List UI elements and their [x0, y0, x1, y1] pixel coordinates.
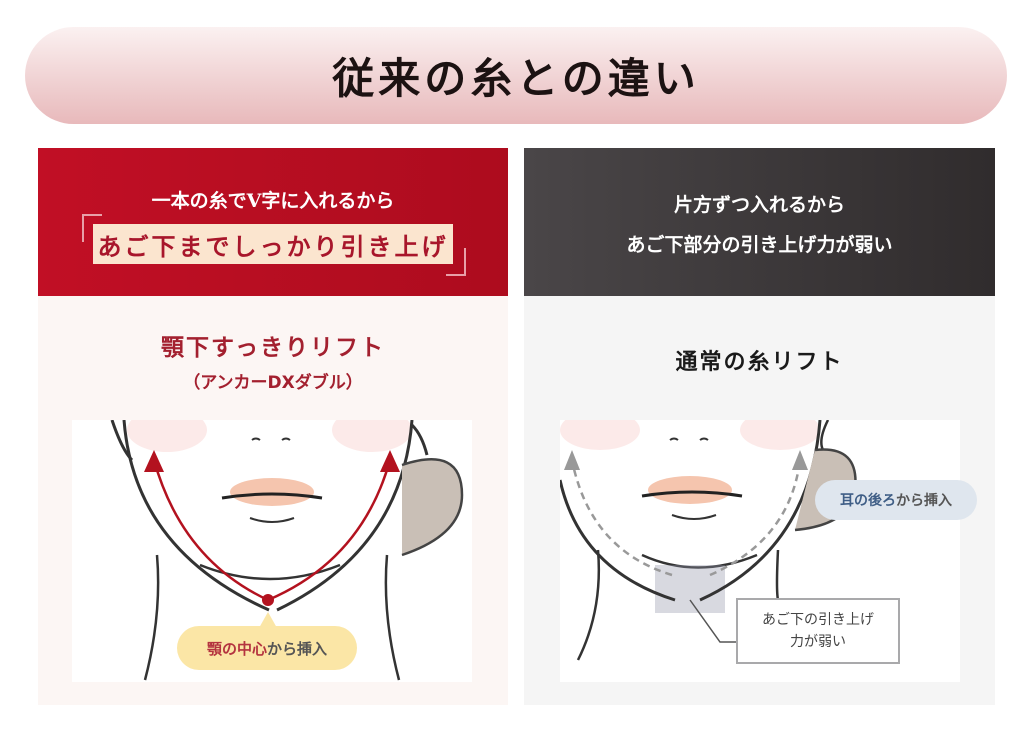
- callout-text: から挿入: [896, 493, 952, 509]
- callout-highlight: 耳の後ろ: [840, 493, 896, 509]
- open-bracket: [82, 214, 102, 242]
- highlight-box: あご下までしっかり引き上げ: [93, 224, 453, 264]
- lead-line-2: あご下部分の引き上げ力が弱い: [626, 234, 893, 256]
- insert-behind-ear-callout: 耳の後ろから挿入: [815, 480, 977, 520]
- note-line-2: 力が弱い: [790, 634, 846, 650]
- page-title: 従来の糸との違い: [332, 54, 700, 103]
- callout-text: から挿入: [267, 639, 328, 658]
- callout-highlight: 顎の中心: [206, 639, 267, 658]
- note-line-1: あご下の引き上げ: [762, 612, 874, 628]
- face-illustration-sides: 耳の後ろから挿入 あご下の引き上げ 力が弱い: [560, 420, 977, 682]
- lead-text: 一本の糸でV字に入れるから: [151, 190, 395, 212]
- panel-header: 片方ずつ入れるから あご下部分の引き上げ力が弱い: [524, 148, 995, 296]
- face-illustration-v: 顎の中心から挿入: [72, 420, 472, 682]
- highlight-text: あご下までしっかり引き上げ: [97, 231, 449, 261]
- face-drawing-icon: [110, 420, 464, 681]
- lead-line-1: 片方ずつ入れるから: [673, 194, 845, 216]
- weak-lift-note: あご下の引き上げ 力が弱い: [736, 598, 900, 664]
- title-banner: 従来の糸との違い: [25, 27, 1007, 124]
- product-subname: （アンカーDXダブル）: [183, 373, 363, 393]
- close-bracket: [446, 248, 466, 276]
- panel-header: 一本の糸でV字に入れるから あご下までしっかり引き上げ: [38, 148, 508, 296]
- anchor-dx-panel: 一本の糸でV字に入れるから あご下までしっかり引き上げ 顎下すっきりリフト （ア…: [38, 148, 508, 705]
- standard-lift-panel: 片方ずつ入れるから あご下部分の引き上げ力が弱い 通常の糸リフト 耳の後ろから挿: [524, 148, 995, 705]
- product-name: 通常の糸リフト: [675, 350, 844, 375]
- product-name: 顎下すっきりリフト: [160, 335, 386, 361]
- insert-from-chin-callout: 顎の中心から挿入: [177, 612, 357, 670]
